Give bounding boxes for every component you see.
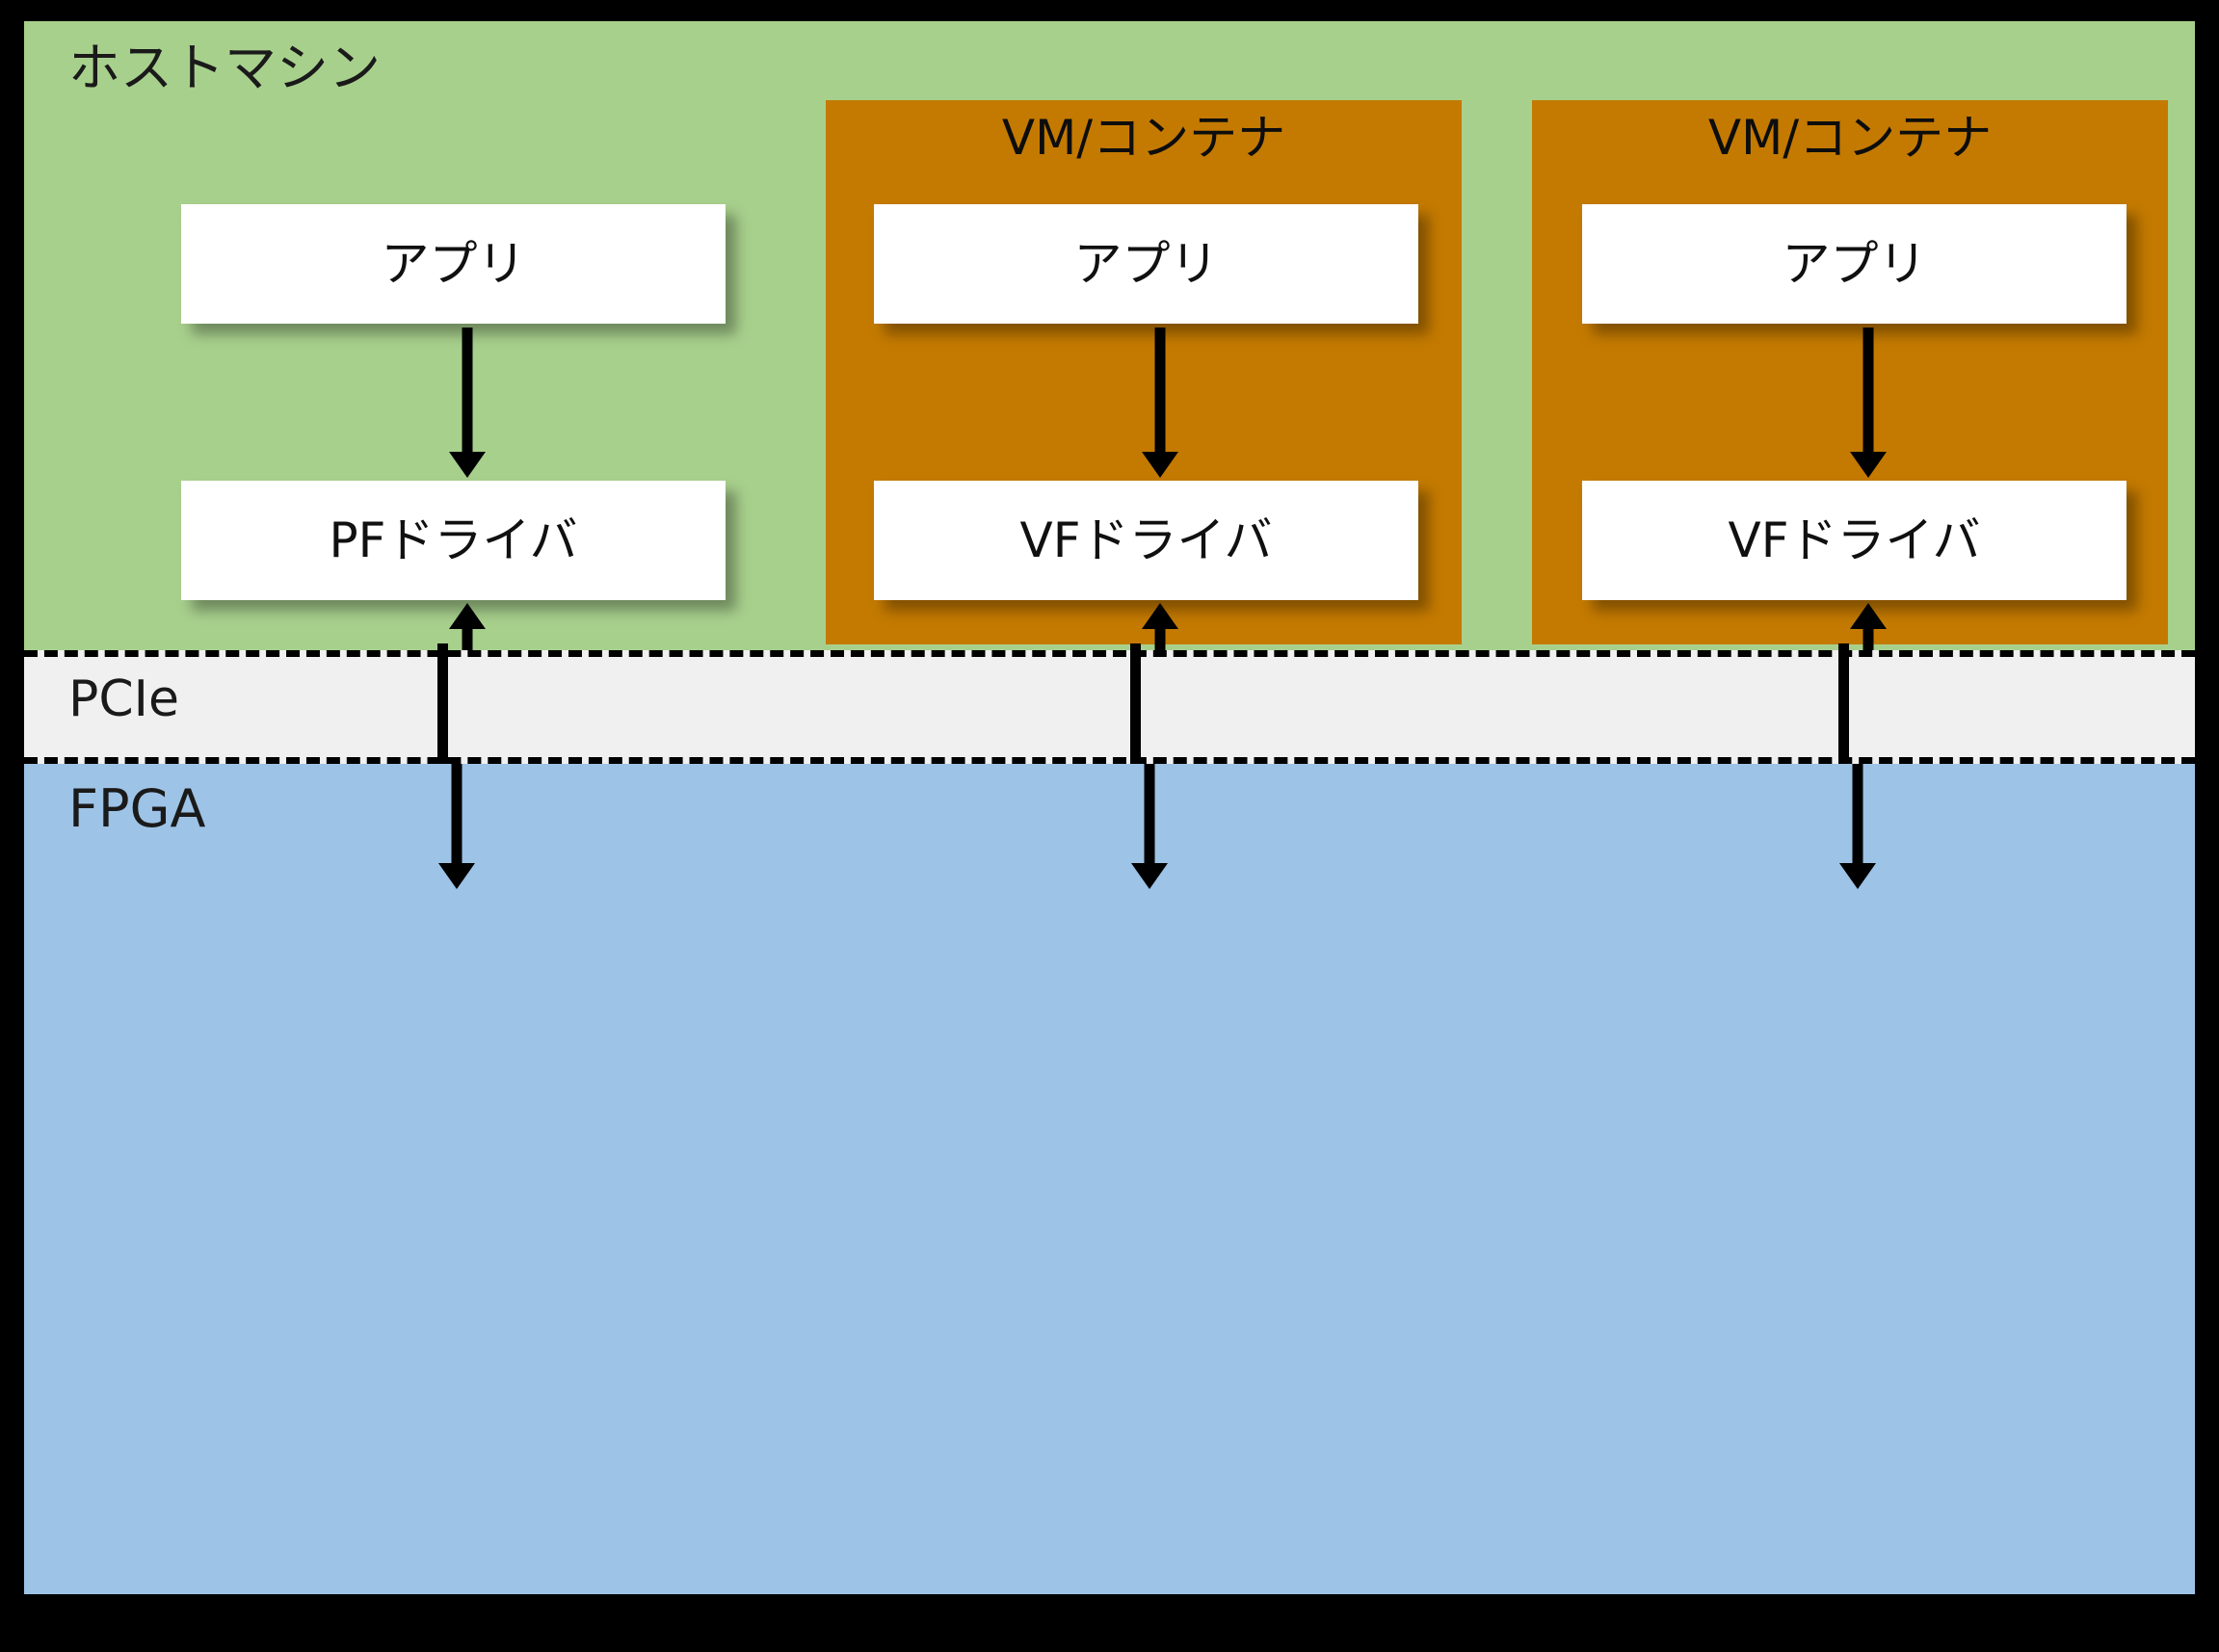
arrow-pcie-to-vf-1 — [1130, 764, 1169, 889]
vf-driver-box-2[interactable]: VFドライバ — [1582, 481, 2127, 600]
pcie-link-shaft-pf — [437, 643, 448, 771]
arrow-app-to-vf-driver-1 — [1141, 328, 1179, 478]
vf-driver-box-1[interactable]: VFドライバ — [874, 481, 1418, 600]
host-machine-region: ホストマシン VM/コンテナ VM/コンテナ アプリ アプリ アプリ PFドライ… — [24, 21, 2195, 653]
arrow-pcie-to-vf-2 — [1838, 764, 1877, 889]
arrow-pcie-to-pf — [437, 764, 476, 889]
arrow-up-to-vf-driver-2 — [1849, 603, 1888, 653]
pcie-label: PCIe — [68, 670, 179, 728]
vm-container-label-1: VM/コンテナ — [1001, 110, 1286, 166]
app-box-vm-2[interactable]: アプリ — [1582, 204, 2127, 324]
app-box-vm-1[interactable]: アプリ — [874, 204, 1418, 324]
fpga-label: FPGA — [68, 778, 206, 839]
arrow-up-to-vf-driver-1 — [1141, 603, 1179, 653]
pf-driver-box[interactable]: PFドライバ — [181, 481, 726, 600]
arrow-app-to-pf-driver — [448, 328, 487, 478]
pcie-band: PCIe — [24, 650, 2195, 764]
arrow-app-to-vf-driver-2 — [1849, 328, 1888, 478]
pcie-link-shaft-vf-1 — [1130, 643, 1141, 771]
app-box-host[interactable]: アプリ — [181, 204, 726, 324]
pcie-link-shaft-vf-2 — [1838, 643, 1849, 771]
vm-container-label-2: VM/コンテナ — [1707, 110, 1993, 166]
arrow-up-to-pf-driver — [448, 603, 487, 653]
fpga-region: FPGA PF VF VF — [24, 764, 2195, 1594]
host-machine-label: ホストマシン — [68, 38, 381, 98]
